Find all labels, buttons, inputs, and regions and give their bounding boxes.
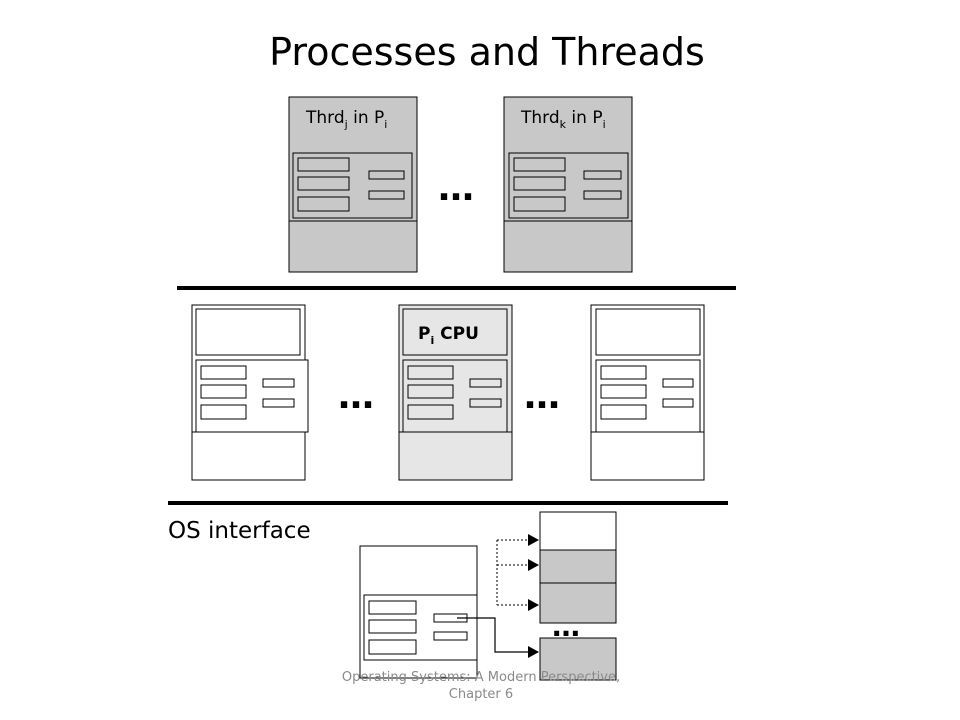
- thread-k-box: Thrdk in Pi: [503, 96, 633, 273]
- ellipsis-os: …: [552, 610, 580, 643]
- thread-j-box: Thrdj in Pi: [288, 96, 418, 273]
- ellipsis-cpu-left: …: [338, 376, 374, 417]
- slide-footer: Operating Systems: A Modern Perspective,…: [300, 669, 662, 703]
- thread-j-label: Thrdj in Pi: [305, 108, 387, 131]
- slide-title: Processes and Threads: [269, 30, 705, 74]
- footer-line-2: Chapter 6: [448, 687, 514, 702]
- os-interface-label: OS interface: [168, 518, 311, 544]
- thread-k-label: Thrdk in Pi: [520, 108, 606, 131]
- ellipsis-threads: …: [438, 168, 474, 209]
- os-connectors: [457, 534, 539, 658]
- cpu-box-left: [191, 304, 309, 481]
- footer-line-1: Operating Systems: A Modern Perspective,: [341, 670, 621, 685]
- cpu-box-right: [590, 304, 705, 481]
- os-table: [539, 511, 617, 681]
- ellipsis-cpu-right: …: [524, 376, 560, 417]
- os-process-box: [359, 545, 478, 679]
- cpu-label: Pi CPU: [418, 324, 479, 347]
- cpu-box-pi: Pi CPU: [398, 304, 513, 481]
